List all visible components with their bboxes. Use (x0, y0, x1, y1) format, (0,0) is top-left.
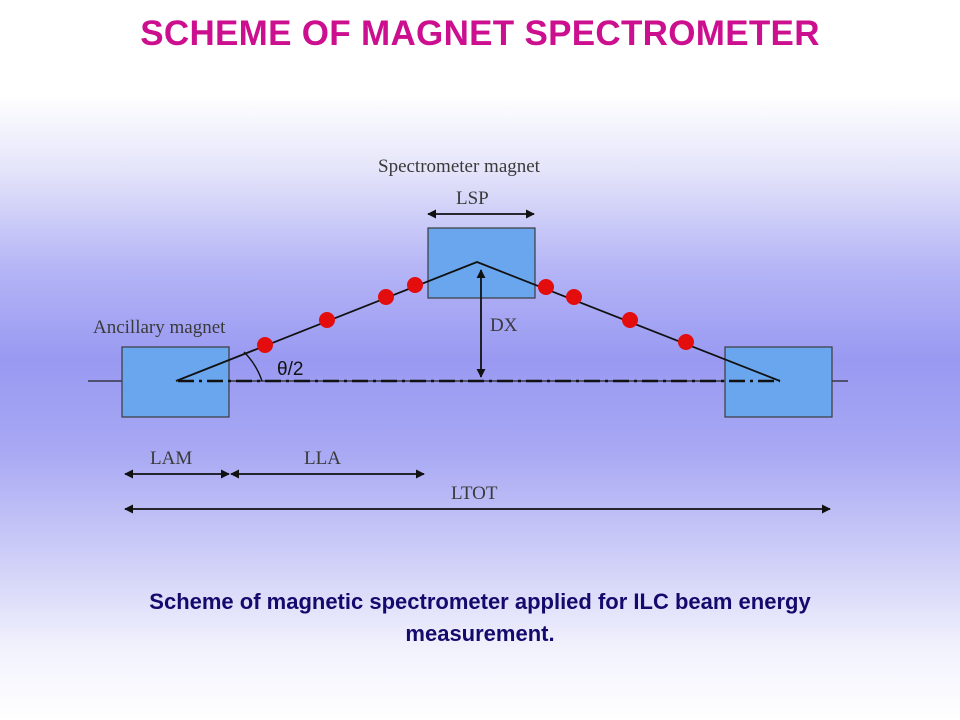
angle-arc (243, 351, 263, 382)
ancillary-magnet-label: Ancillary magnet (93, 317, 226, 338)
detector-dot (257, 337, 273, 353)
detector-dot (319, 312, 335, 328)
theta-label: θ/2 (277, 359, 303, 380)
spectrometer-magnet-label: Spectrometer magnet (378, 156, 541, 177)
lam-label: LAM (150, 448, 192, 469)
dx-label: DX (490, 315, 518, 336)
caption-line-1: Scheme of magnetic spectrometer applied … (149, 589, 811, 614)
detector-dot (622, 312, 638, 328)
ltot-label: LTOT (451, 483, 498, 504)
caption-line-2: measurement. (405, 621, 555, 646)
lla-label: LLA (304, 448, 341, 469)
detector-dot (678, 334, 694, 350)
caption: Scheme of magnetic spectrometer applied … (60, 586, 900, 650)
detector-dot (407, 277, 423, 293)
detector-dot (378, 289, 394, 305)
slide-title: SCHEME OF MAGNET SPECTROMETER (140, 14, 820, 53)
detector-dot (538, 279, 554, 295)
lsp-label: LSP (456, 188, 489, 209)
detector-dot (566, 289, 582, 305)
